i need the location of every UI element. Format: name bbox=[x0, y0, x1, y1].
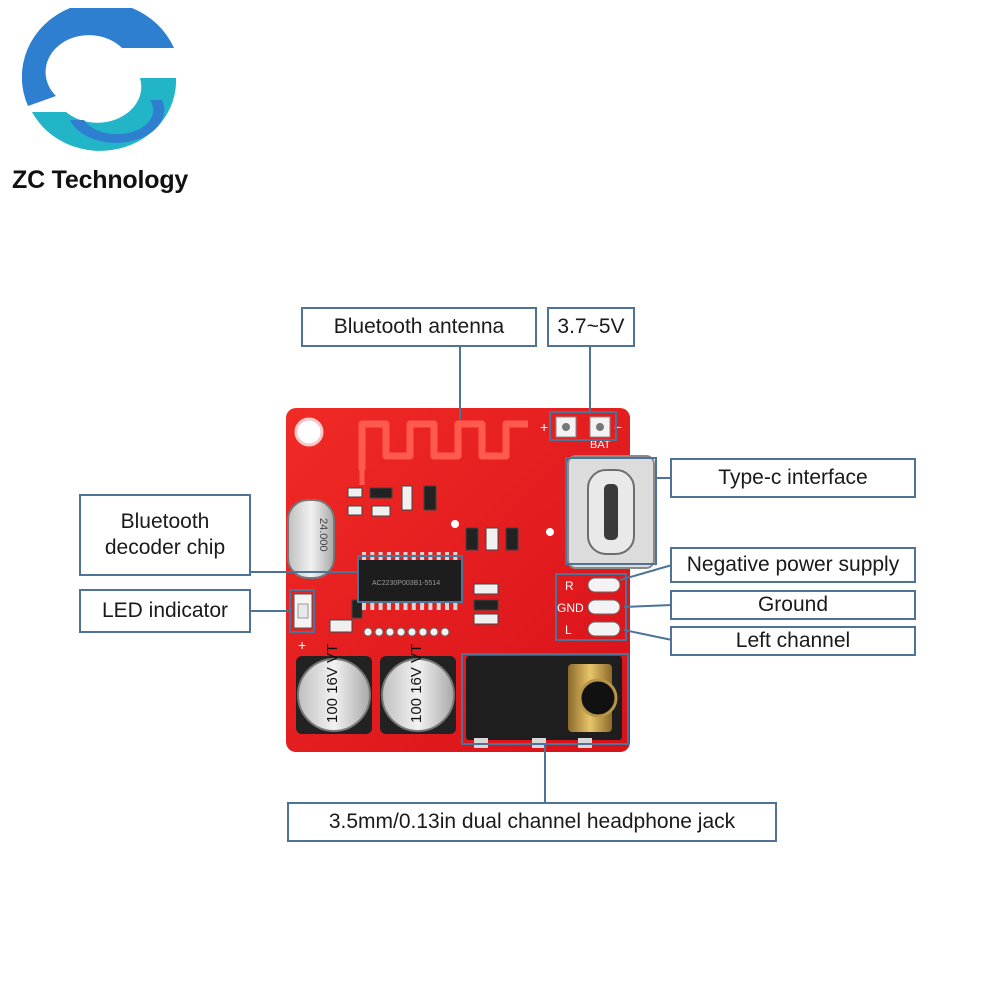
test-pad bbox=[363, 627, 373, 637]
chip-pin bbox=[453, 552, 458, 560]
callout-led-indicator: LED indicator bbox=[79, 589, 251, 633]
test-pad bbox=[429, 627, 439, 637]
test-pad bbox=[385, 627, 395, 637]
silk-bat: BAT bbox=[590, 439, 611, 451]
capacitor-2-label: 100 16V VT bbox=[408, 644, 425, 723]
callout-ground: Ground bbox=[670, 590, 916, 620]
chip-pin bbox=[411, 552, 416, 560]
logo-outer-arc bbox=[22, 8, 174, 106]
chip-pin bbox=[395, 552, 400, 560]
silk-led-plus: + bbox=[298, 637, 306, 653]
callout-headphone-jack: 3.5mm/0.13in dual channel headphone jack bbox=[287, 802, 777, 842]
test-pads bbox=[363, 627, 450, 637]
logo-inner-swoosh bbox=[70, 100, 165, 143]
chip-pin bbox=[420, 552, 425, 560]
test-pad bbox=[407, 627, 417, 637]
chip-pin bbox=[436, 602, 441, 610]
via bbox=[546, 528, 554, 536]
chip-pin bbox=[403, 552, 408, 560]
chip-pin bbox=[445, 602, 449, 610]
chip-pin bbox=[428, 602, 433, 610]
smd-components bbox=[329, 485, 519, 633]
jack-pin bbox=[578, 738, 592, 748]
silk-plus: + bbox=[540, 419, 548, 435]
test-pad bbox=[418, 627, 428, 637]
led-die bbox=[297, 603, 309, 619]
capacitor-1: 100 16V VT bbox=[296, 644, 372, 734]
capacitor-2: 100 16V VT bbox=[380, 644, 456, 734]
logo-z-stroke bbox=[52, 52, 150, 108]
chip-pin bbox=[386, 602, 391, 610]
typec-tongue bbox=[604, 484, 618, 540]
chip-pin bbox=[395, 602, 400, 610]
silk-r: R bbox=[565, 579, 574, 593]
test-pad bbox=[396, 627, 406, 637]
chip-pin bbox=[420, 602, 425, 610]
chip-pin bbox=[362, 552, 366, 560]
chip-pin bbox=[403, 602, 408, 610]
via bbox=[451, 520, 459, 528]
chip-pin bbox=[370, 552, 375, 560]
callout-typec-interface: Type-c interface bbox=[670, 458, 916, 498]
capacitor-1-label: 100 16V VT bbox=[324, 644, 341, 723]
callout-bluetooth-antenna: Bluetooth antenna bbox=[301, 307, 537, 347]
output-pads bbox=[587, 577, 621, 637]
silk-gnd: GND bbox=[557, 601, 584, 615]
crystal-label: 24.000 bbox=[317, 518, 329, 552]
chip-pin bbox=[362, 602, 366, 610]
callout-left-channel: Left channel bbox=[670, 626, 916, 656]
jack-hole bbox=[578, 678, 618, 718]
chip-pin bbox=[378, 552, 383, 560]
chip-pin bbox=[378, 602, 383, 610]
jack-pin bbox=[532, 738, 546, 748]
chip-pin bbox=[370, 602, 375, 610]
bat-plus-hole bbox=[562, 423, 570, 431]
callout-decoder-chip: Bluetooth decoder chip bbox=[79, 494, 251, 576]
callout-negative-power: Negative power supply bbox=[670, 547, 916, 583]
chip-pin bbox=[386, 552, 391, 560]
test-pad bbox=[440, 627, 450, 637]
jack-pin bbox=[474, 738, 488, 748]
callout-voltage: 3.7~5V bbox=[547, 307, 635, 347]
chip-text: AC2230P003B1-5514 bbox=[372, 580, 440, 587]
chip-pin bbox=[436, 552, 441, 560]
crystal-oscillator bbox=[287, 499, 335, 579]
silk-l: L bbox=[565, 623, 572, 637]
chip-pin bbox=[445, 552, 449, 560]
chip-pin bbox=[411, 602, 416, 610]
silk-minus: − bbox=[614, 419, 622, 435]
chip-pin bbox=[428, 552, 433, 560]
antenna-trace bbox=[358, 420, 528, 470]
test-pad bbox=[374, 627, 384, 637]
brand-name: ZC Technology bbox=[12, 166, 189, 194]
brand-logo bbox=[22, 8, 177, 151]
bat-minus-hole bbox=[596, 423, 604, 431]
mounting-hole bbox=[294, 417, 324, 447]
chip-pin bbox=[453, 602, 458, 610]
